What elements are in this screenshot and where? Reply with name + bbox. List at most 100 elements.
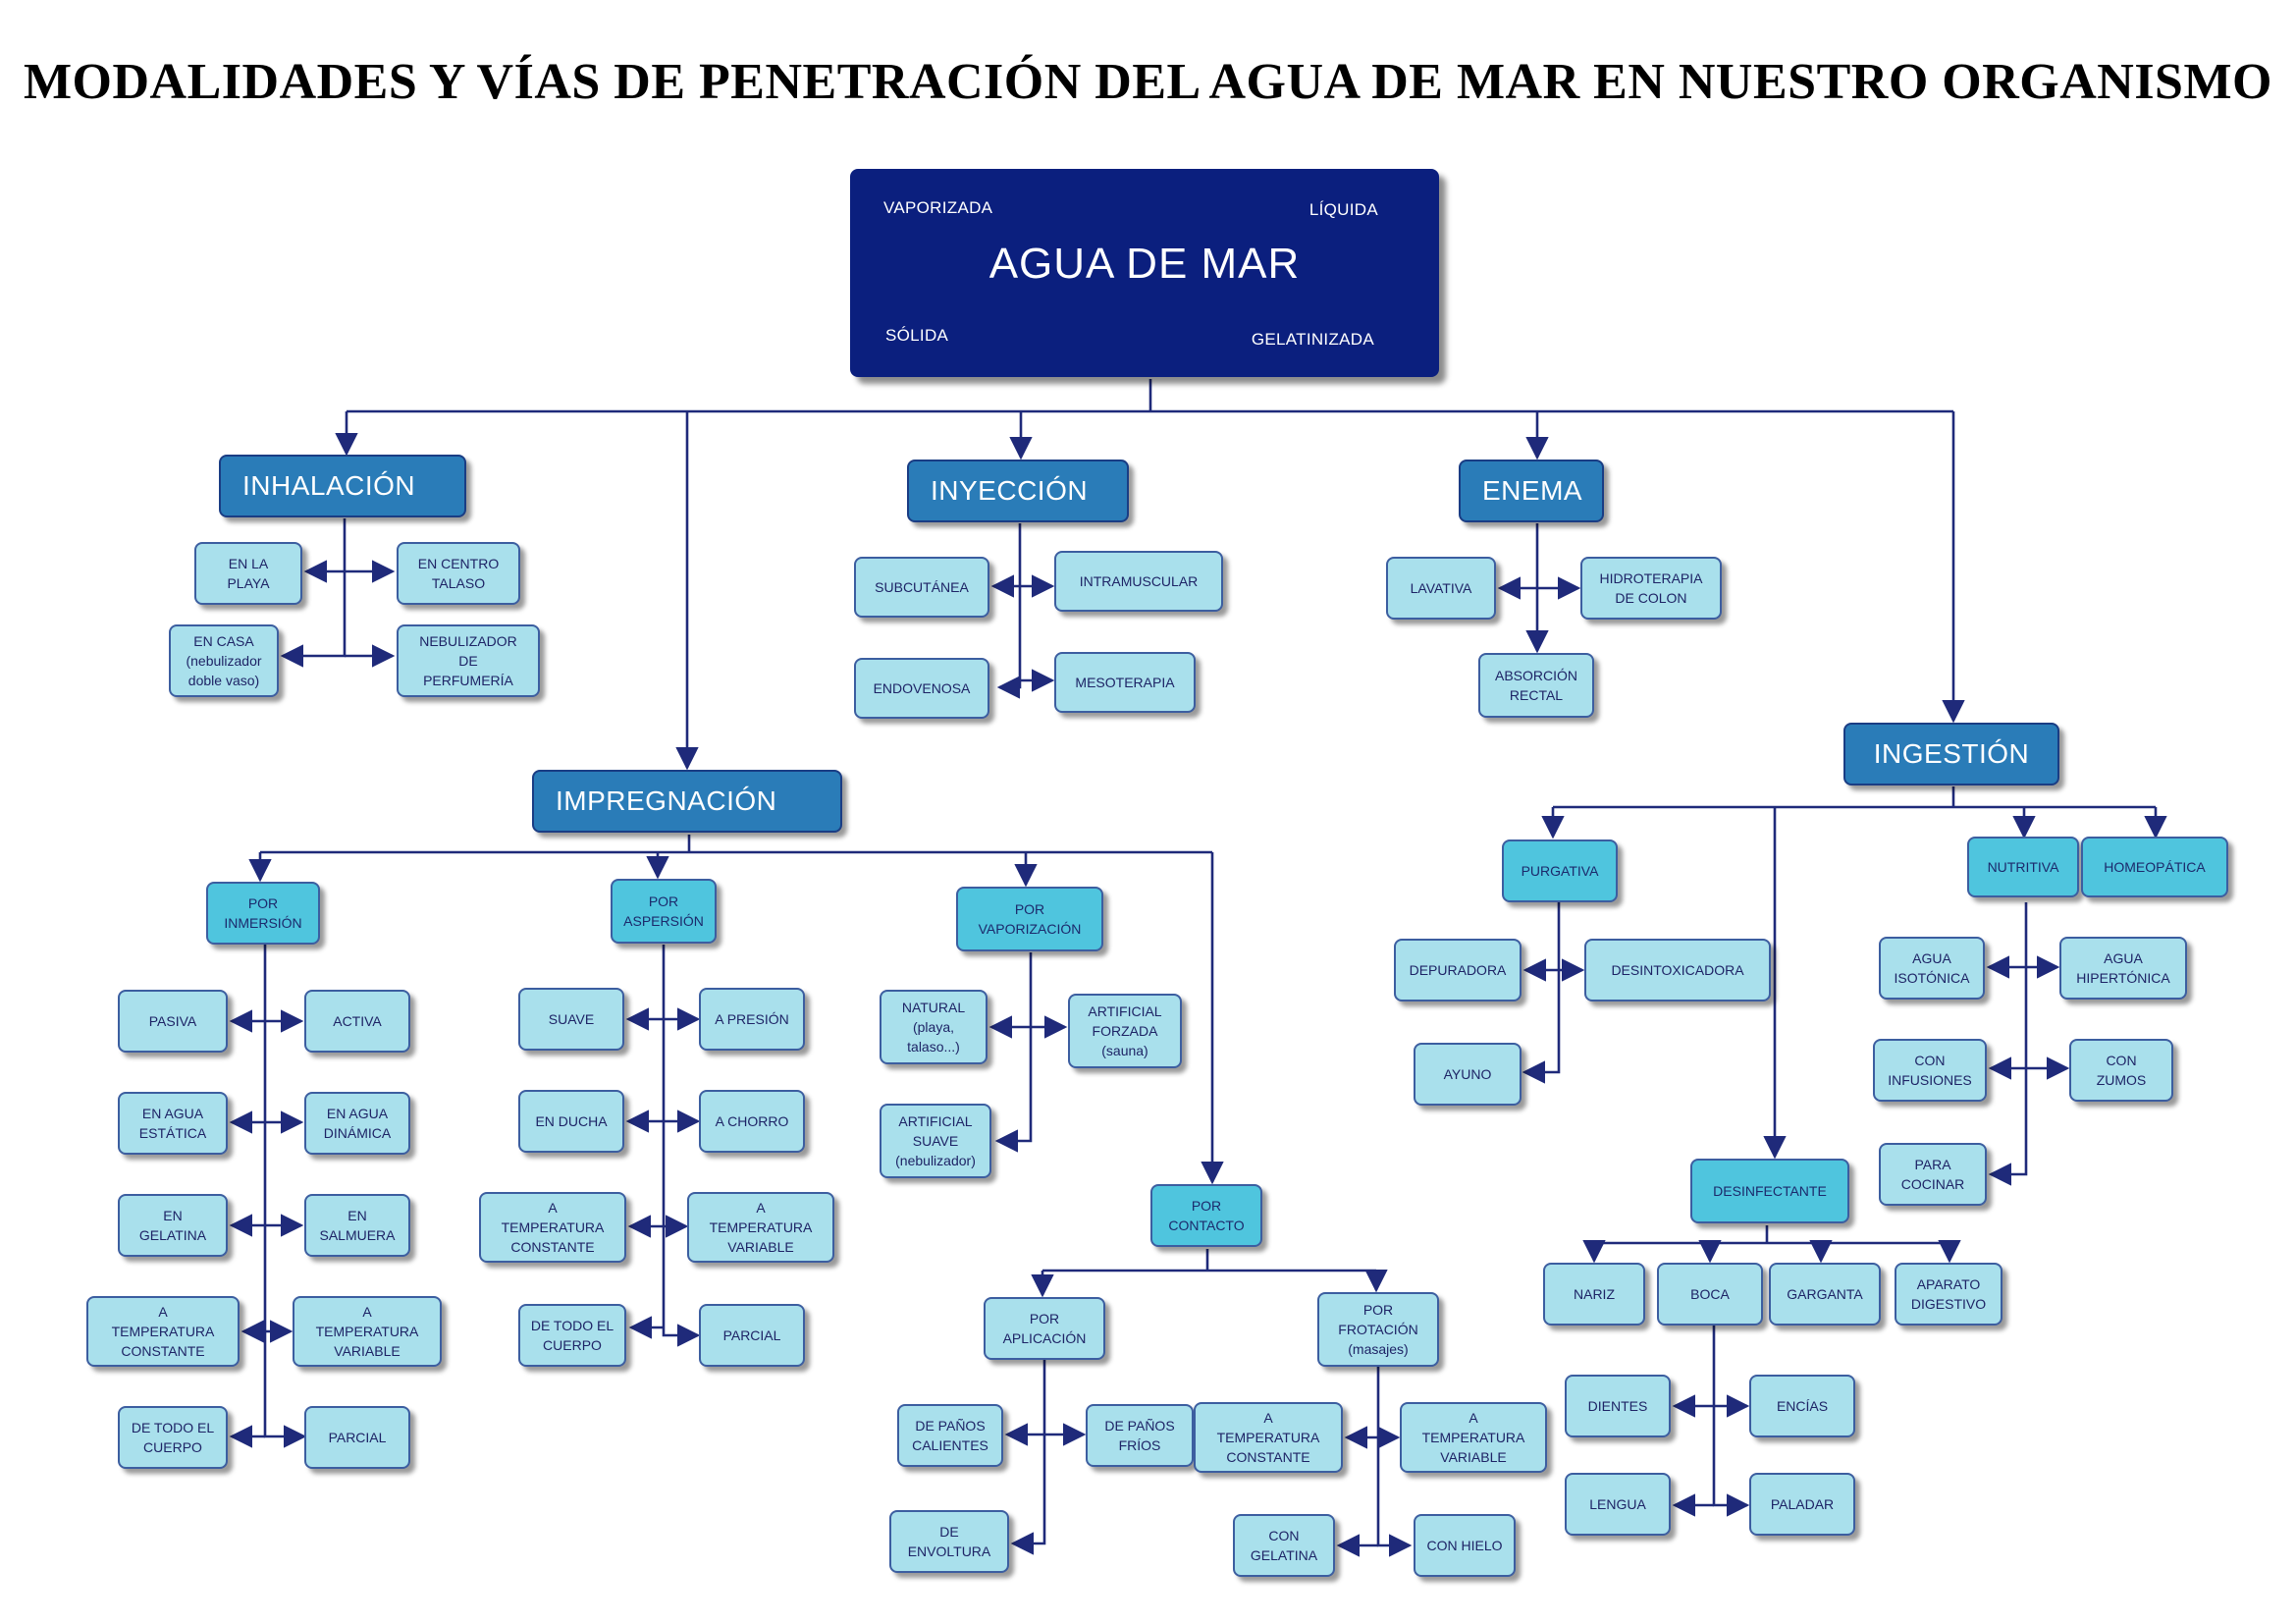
leaf-encias: ENCÍAS bbox=[1749, 1375, 1855, 1437]
category-inyeccion: INYECCIÓN bbox=[907, 460, 1129, 522]
leaf-en-gelatina: EN GELATINA bbox=[118, 1194, 228, 1257]
leaf-vapor-artificial-suave: ARTIFICIAL SUAVE (nebulizador) bbox=[880, 1104, 991, 1178]
leaf-inmersion-temperatura-constante: A TEMPERATURA CONSTANTE bbox=[86, 1296, 240, 1367]
form-label-liquida: LÍQUIDA bbox=[1308, 200, 1378, 219]
leaf-aspersion-todo-el-cuerpo: DE TODO EL CUERPO bbox=[518, 1304, 626, 1367]
leaf-label: EN AGUA ESTÁTICA bbox=[138, 1105, 207, 1141]
leaf-label: CON INFUSIONES bbox=[1888, 1052, 1972, 1088]
leaf-depuradora: DEPURADORA bbox=[1394, 939, 1522, 1001]
leaf-subcutanea: SUBCUTÁNEA bbox=[854, 557, 989, 618]
leaf-panos-frios: DE PAÑOS FRÍOS bbox=[1086, 1404, 1194, 1467]
leaf-label: DE ENVOLTURA bbox=[907, 1523, 991, 1559]
leaf-paladar: PALADAR bbox=[1749, 1473, 1855, 1536]
leaf-para-cocinar: PARA COCINAR bbox=[1879, 1143, 1987, 1206]
leaf-aspersion-parcial: PARCIAL bbox=[699, 1304, 805, 1367]
root-node-agua-de-mar: VAPORIZADA LÍQUIDA AGUA DE MAR SÓLIDA GE… bbox=[850, 169, 1439, 377]
leaf-lengua: LENGUA bbox=[1565, 1473, 1671, 1536]
leaf-label: DE PAÑOS FRÍOS bbox=[1104, 1417, 1175, 1453]
subcategory-label: HOMEOPÁTICA bbox=[2104, 858, 2206, 875]
leaf-frotacion-temperatura-constante: A TEMPERATURA CONSTANTE bbox=[1194, 1402, 1343, 1473]
leaf-en-casa: EN CASA (nebulizador doble vaso) bbox=[169, 624, 279, 697]
leaf-absorcion-rectal: ABSORCIÓN RECTAL bbox=[1478, 653, 1594, 718]
category-ingestion-label: INGESTIÓN bbox=[1873, 737, 2030, 769]
leaf-de-envoltura: DE ENVOLTURA bbox=[889, 1510, 1009, 1573]
leaf-label: APARATO DIGESTIVO bbox=[1910, 1275, 1987, 1312]
leaf-label: MESOTERAPIA bbox=[1075, 674, 1175, 690]
leaf-en-salmuera: EN SALMUERA bbox=[304, 1194, 410, 1257]
leaf-con-gelatina: CON GELATINA bbox=[1233, 1514, 1335, 1577]
leaf-label: CON GELATINA bbox=[1250, 1527, 1318, 1563]
leaf-label: NEBULIZADOR DE PERFUMERÍA bbox=[419, 632, 517, 689]
form-label-vaporizada: VAPORIZADA bbox=[883, 198, 993, 217]
leaf-label: SUBCUTÁNEA bbox=[875, 578, 969, 595]
subcategory-por-aspersion: POR ASPERSIÓN bbox=[611, 879, 717, 944]
form-label-gelatinizada: GELATINIZADA bbox=[1251, 330, 1374, 349]
leaf-label: ENCÍAS bbox=[1776, 1397, 1829, 1414]
leaf-label: ARTIFICIAL SUAVE (nebulizador) bbox=[895, 1112, 976, 1169]
leaf-label: DE TODO EL CUERPO bbox=[530, 1317, 614, 1353]
leaf-label: A TEMPERATURA CONSTANTE bbox=[1216, 1409, 1320, 1466]
leaf-label: EN AGUA DINÁMICA bbox=[323, 1105, 392, 1141]
leaf-inmersion-todo-el-cuerpo: DE TODO EL CUERPO bbox=[118, 1406, 228, 1469]
leaf-label: EN CENTRO TALASO bbox=[417, 555, 500, 591]
category-enema: ENEMA bbox=[1459, 460, 1604, 522]
leaf-a-presion: A PRESIÓN bbox=[699, 988, 805, 1051]
leaf-en-centro-talaso: EN CENTRO TALASO bbox=[397, 542, 520, 605]
leaf-label: DE TODO EL CUERPO bbox=[131, 1419, 215, 1455]
leaf-ayuno: AYUNO bbox=[1414, 1043, 1522, 1106]
leaf-aspersion-temperatura-variable: A TEMPERATURA VARIABLE bbox=[687, 1192, 834, 1263]
leaf-en-ducha: EN DUCHA bbox=[518, 1090, 624, 1153]
leaf-label: INTRAMUSCULAR bbox=[1079, 572, 1199, 589]
leaf-vapor-artificial-forzada: ARTIFICIAL FORZADA (sauna) bbox=[1068, 994, 1182, 1068]
leaf-label: HIDROTERAPIA DE COLON bbox=[1599, 569, 1703, 606]
leaf-label: LAVATIVA bbox=[1410, 579, 1472, 596]
subcategory-por-aplicacion: POR APLICACIÓN bbox=[984, 1297, 1105, 1360]
leaf-garganta: GARGANTA bbox=[1769, 1263, 1881, 1326]
leaf-endovenosa: ENDOVENOSA bbox=[854, 658, 989, 719]
leaf-label: DEPURADORA bbox=[1409, 961, 1507, 978]
leaf-con-zumos: CON ZUMOS bbox=[2069, 1039, 2173, 1102]
leaf-con-hielo: CON HIELO bbox=[1414, 1514, 1516, 1577]
leaf-a-chorro: A CHORRO bbox=[699, 1090, 805, 1153]
leaf-activa: ACTIVA bbox=[304, 990, 410, 1053]
leaf-label: A PRESIÓN bbox=[715, 1010, 789, 1027]
leaf-dientes: DIENTES bbox=[1565, 1375, 1671, 1437]
leaf-label: NARIZ bbox=[1574, 1285, 1615, 1302]
leaf-label: LENGUA bbox=[1589, 1495, 1646, 1512]
leaf-label: DE PAÑOS CALIENTES bbox=[912, 1417, 988, 1453]
leaf-agua-isotonica: AGUA ISOTÓNICA bbox=[1879, 937, 1985, 1000]
leaf-label: CON ZUMOS bbox=[2096, 1052, 2147, 1088]
leaf-label: A CHORRO bbox=[715, 1112, 789, 1129]
leaf-label: EN LA PLAYA bbox=[227, 555, 270, 591]
leaf-label: AGUA ISOTÓNICA bbox=[1894, 949, 1970, 986]
leaf-label: EN CASA (nebulizador doble vaso) bbox=[186, 632, 262, 689]
subcategory-label: POR APLICACIÓN bbox=[1002, 1310, 1087, 1346]
category-inhalacion: INHALACIÓN bbox=[219, 455, 466, 517]
leaf-label: DESINTOXICADORA bbox=[1611, 961, 1744, 978]
category-impregnacion: IMPREGNACIÓN bbox=[532, 770, 842, 833]
leaf-boca: BOCA bbox=[1657, 1263, 1763, 1326]
subcategory-por-frotacion: POR FROTACIÓN (masajes) bbox=[1317, 1292, 1439, 1367]
subcategory-purgativa: PURGATIVA bbox=[1502, 839, 1618, 902]
subcategory-label: DESINFECTANTE bbox=[1713, 1182, 1827, 1199]
leaf-label: EN SALMUERA bbox=[319, 1207, 396, 1243]
leaf-intramuscular: INTRAMUSCULAR bbox=[1054, 551, 1223, 612]
leaf-mesoterapia: MESOTERAPIA bbox=[1054, 652, 1196, 713]
leaf-label: AGUA HIPERTÓNICA bbox=[2076, 949, 2170, 986]
category-inyeccion-label: INYECCIÓN bbox=[931, 474, 1089, 506]
leaf-label: PALADAR bbox=[1770, 1495, 1835, 1512]
form-label-solida: SÓLIDA bbox=[885, 326, 949, 345]
category-inhalacion-label: INHALACIÓN bbox=[242, 469, 416, 501]
leaf-aparato-digestivo: APARATO DIGESTIVO bbox=[1895, 1263, 2002, 1326]
leaf-agua-hipertonica: AGUA HIPERTÓNICA bbox=[2059, 937, 2187, 1000]
subcategory-label: POR ASPERSIÓN bbox=[623, 893, 704, 929]
category-impregnacion-label: IMPREGNACIÓN bbox=[556, 785, 777, 816]
leaf-label: SUAVE bbox=[548, 1010, 595, 1027]
leaf-vapor-natural: NATURAL (playa, talaso...) bbox=[880, 990, 988, 1064]
leaf-label: AYUNO bbox=[1443, 1065, 1492, 1082]
leaf-inmersion-parcial: PARCIAL bbox=[304, 1406, 410, 1469]
subcategory-label: POR VAPORIZACIÓN bbox=[978, 900, 1082, 937]
subcategory-label: NUTRITIVA bbox=[1987, 858, 2059, 875]
leaf-label: A TEMPERATURA VARIABLE bbox=[315, 1303, 419, 1360]
leaf-agua-estatica: EN AGUA ESTÁTICA bbox=[118, 1092, 228, 1155]
